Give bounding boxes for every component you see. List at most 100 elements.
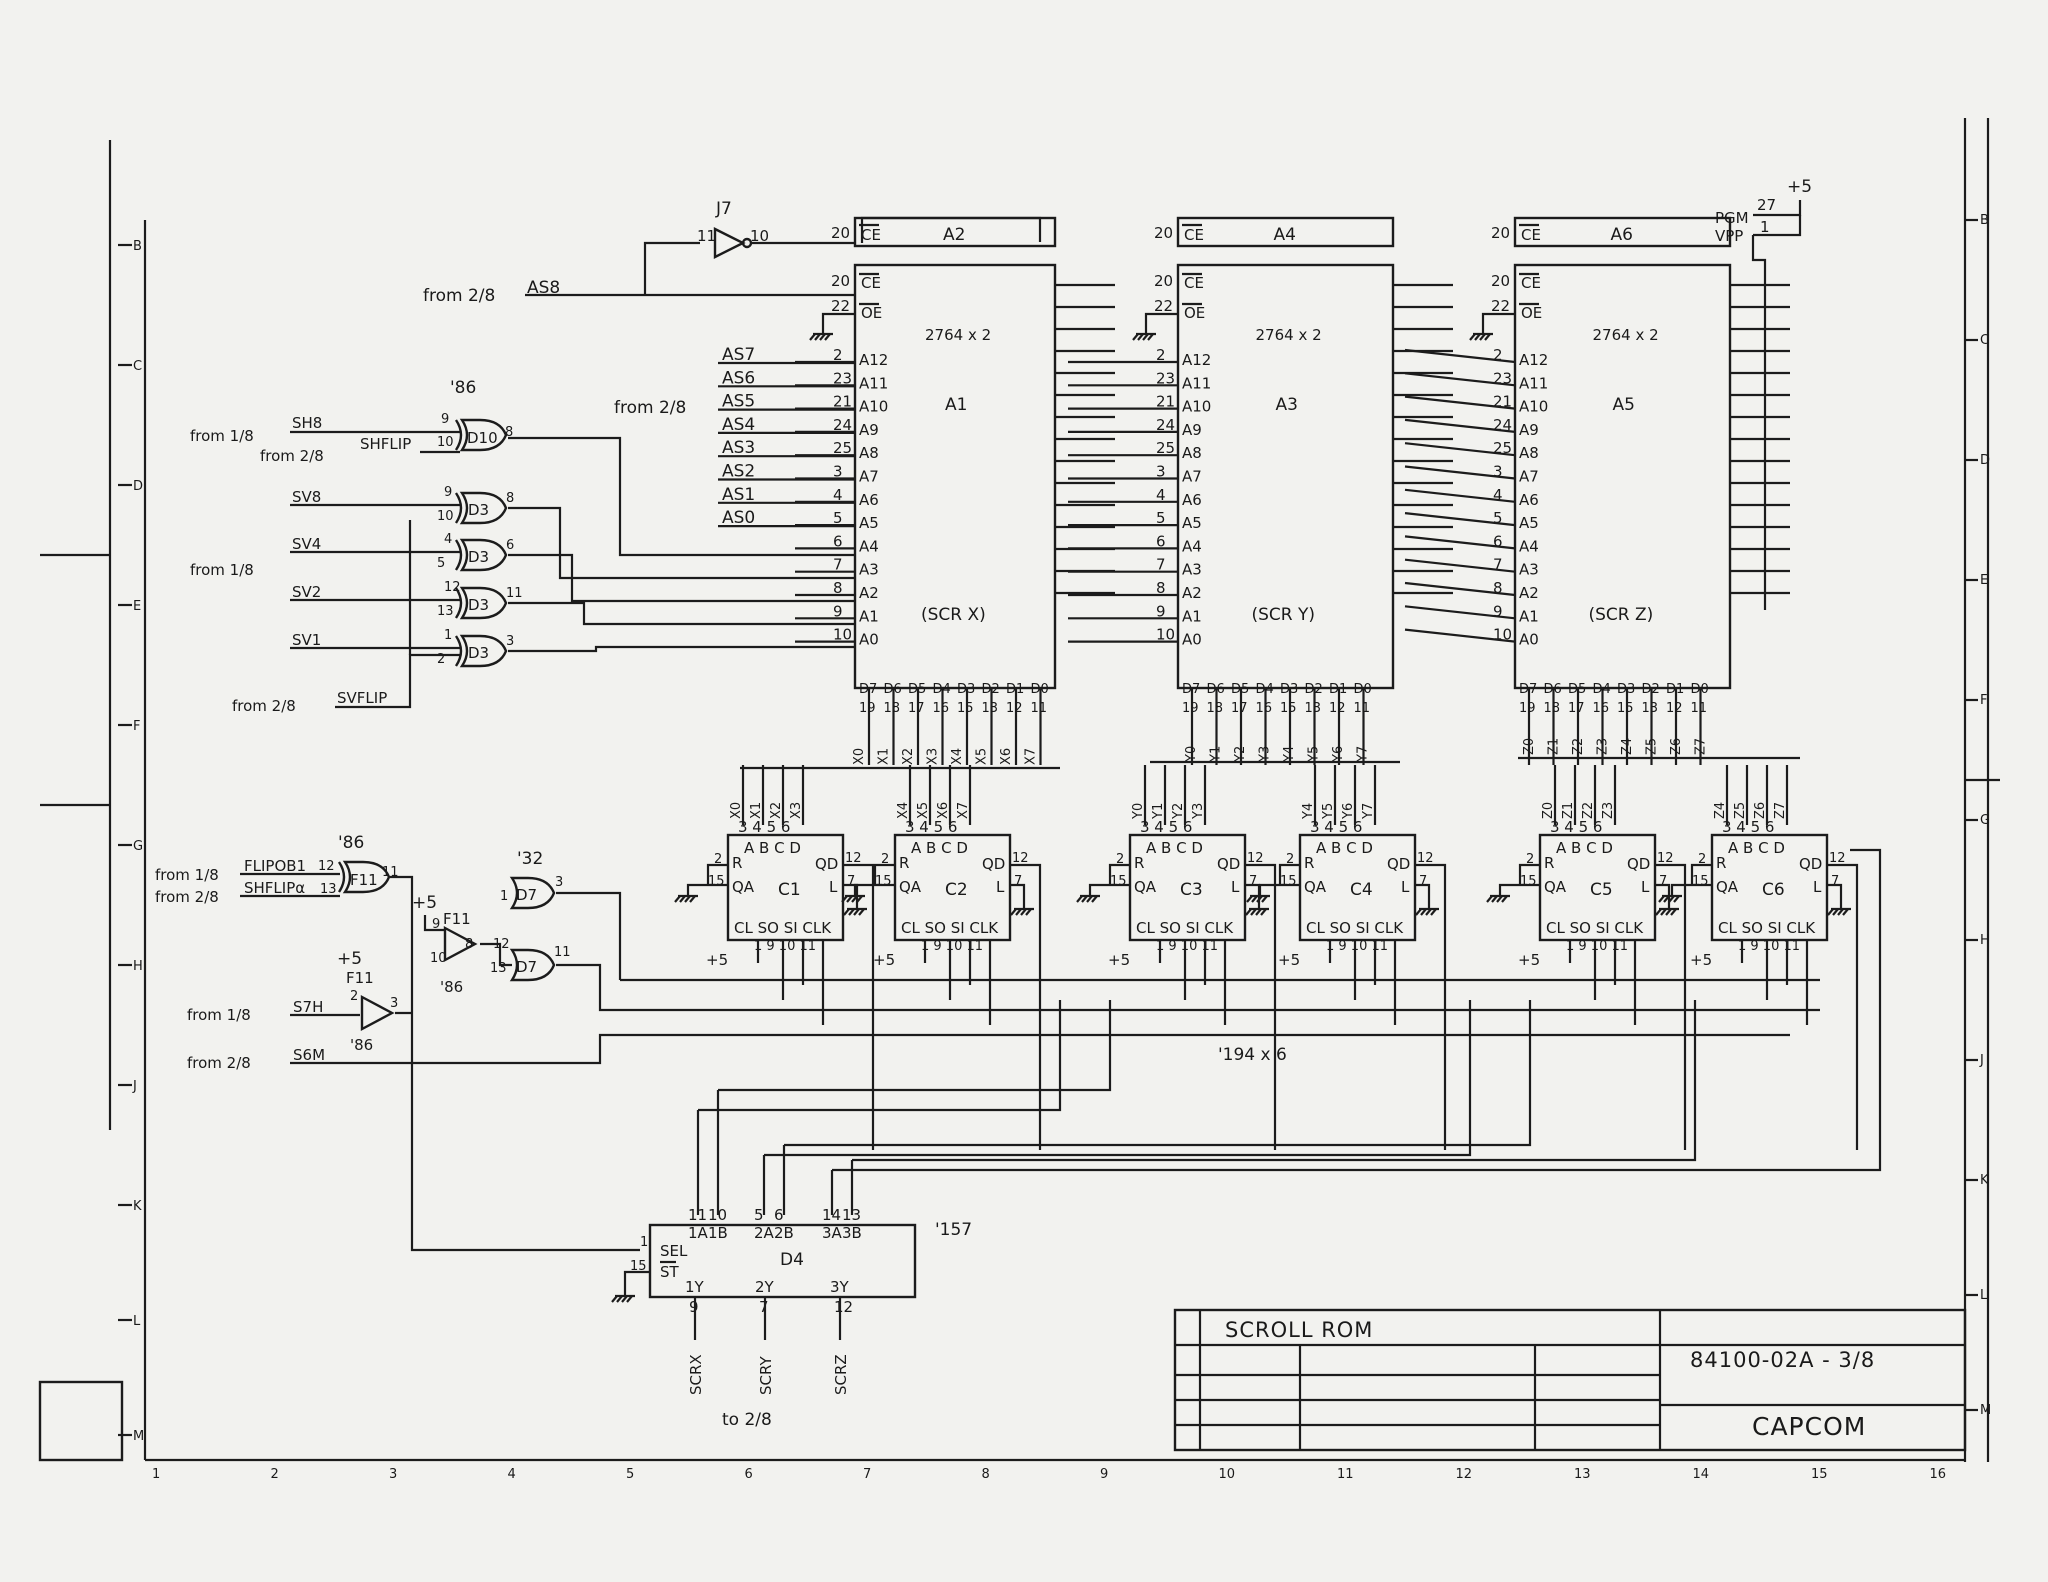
- address-pin-number: 21: [1156, 393, 1175, 411]
- sr-bus-label: Y2: [1171, 803, 1186, 820]
- data-pin-number: 15: [957, 701, 974, 716]
- z-bus-label: Z1: [1547, 738, 1562, 755]
- f11-label: F11: [350, 871, 378, 889]
- mux-output-pin: 3Y: [830, 1278, 850, 1296]
- data-pin-number: 19: [859, 701, 876, 716]
- column-number: 9: [1100, 1467, 1108, 1482]
- sr-l-pin-number: 7: [1249, 874, 1257, 889]
- ground-hatch: [679, 895, 686, 903]
- row-letter: E: [1980, 573, 1988, 588]
- ground-symbol: [611, 1290, 635, 1303]
- address-pin: A4: [859, 537, 879, 555]
- column-number: 5: [626, 1467, 634, 1482]
- title-block-title: SCROLL ROM: [1225, 1318, 1373, 1342]
- as-signal-label: AS3: [722, 438, 755, 458]
- rom-part-label: 2764 x 2: [1256, 326, 1322, 344]
- ce-label-upper: CE: [1521, 226, 1541, 244]
- rom-part-label: 2764 x 2: [925, 326, 991, 344]
- scroll-output-label: SCRY: [757, 1356, 775, 1395]
- sr-r-line: [706, 863, 728, 885]
- f11b-pin-a: 9: [432, 917, 440, 932]
- as-signal-label: AS4: [722, 415, 755, 435]
- address-pin-number: 23: [1156, 369, 1175, 387]
- data-pin-number: 18: [1207, 701, 1224, 716]
- rom-function-label: (SCR Z): [1589, 605, 1654, 625]
- sr-bottom-pins: CL SO SI CLK: [1136, 919, 1234, 937]
- row-letter: K: [133, 1199, 142, 1214]
- sr-r-pin: R: [732, 854, 742, 872]
- ground-hatch: [853, 908, 860, 916]
- sr-top-pin-numbers: 3 4 5 6: [738, 818, 790, 836]
- sr-qa-pin: QA: [1544, 878, 1567, 896]
- sv-label-SV2: SV2: [292, 583, 321, 601]
- sr-bottom-pin-numbers: 1 9 10 11: [1566, 939, 1628, 954]
- address-pin-number: 25: [833, 439, 852, 457]
- row-letter: B: [133, 239, 142, 254]
- data-pin-number: 18: [1544, 701, 1561, 716]
- shift-register-name: C4: [1350, 880, 1373, 900]
- address-line: [1404, 442, 1516, 457]
- x-bus-label: X7: [1024, 748, 1039, 765]
- row-letter: G: [1980, 813, 1990, 828]
- z-bus-label: Z6: [1669, 738, 1684, 755]
- sr-l-pin-number: 7: [1831, 874, 1839, 889]
- ground-hatch: [809, 333, 816, 341]
- address-pin-number: 3: [1493, 463, 1503, 481]
- sr-top-pins: A B C D: [1146, 839, 1203, 857]
- data-pin-number: 16: [1256, 701, 1273, 716]
- data-pin-number: 12: [1666, 701, 1683, 716]
- ground-hatch: [1668, 895, 1675, 903]
- rom-part-label: 2764 x 2: [1593, 326, 1659, 344]
- oe-pin: 22: [831, 297, 850, 315]
- rom-lower-A1: [853, 263, 1057, 690]
- j7-inverter: [713, 227, 746, 259]
- sr-r-pin-number: 2: [1116, 852, 1124, 867]
- d3-pin-b: 10: [437, 509, 454, 524]
- ground-hatch: [1086, 895, 1093, 903]
- s6m-line: [290, 1033, 1790, 1065]
- z-scroll-wire-b: [852, 1000, 1697, 1162]
- sr-bottom-pin-numbers: 1 9 10 11: [1156, 939, 1218, 954]
- column-number: 16: [1930, 1467, 1947, 1482]
- mux-sel-pin-number: 1: [640, 1235, 648, 1250]
- sr-bottom-pin-numbers: 1 9 10 11: [1738, 939, 1800, 954]
- sr-plus5: +5: [873, 951, 895, 969]
- sr-qd-pin: QD: [815, 855, 838, 873]
- f11c-out-pin: 3: [390, 996, 398, 1011]
- row-letter: C: [1980, 333, 1989, 348]
- sr-l-pin-number: 7: [847, 874, 855, 889]
- mux-input-pin: 3A: [822, 1224, 843, 1242]
- sr-r-pin: R: [1134, 854, 1144, 872]
- ground-hatch: [1245, 908, 1252, 916]
- mux-d4: [648, 1223, 917, 1299]
- ground-symbol: [1132, 328, 1156, 341]
- f11b-plus5: +5: [412, 893, 437, 913]
- address-pin: A0: [1182, 631, 1202, 649]
- sr-l-pin: L: [829, 878, 838, 896]
- row-letter: J: [132, 1079, 137, 1094]
- sr-qd-pin-number: 12: [1247, 851, 1264, 866]
- address-pin-number: 8: [1156, 579, 1166, 597]
- xor-gate-d3-input-arc: [454, 635, 463, 667]
- ground-hatch: [1250, 908, 1257, 916]
- address-pin: A9: [1519, 421, 1539, 439]
- d7a-out-pin: 3: [555, 875, 563, 890]
- address-pin-number: 5: [1493, 509, 1503, 527]
- row-letter: D: [1980, 453, 1990, 468]
- pin1-label: 1: [1760, 218, 1770, 236]
- address-pin: A5: [1519, 514, 1539, 532]
- sr-bus-label: Y7: [1361, 803, 1376, 820]
- address-pin: A9: [1182, 421, 1202, 439]
- ground-hatch: [1491, 895, 1498, 903]
- rom-lower-name: A1: [945, 395, 967, 415]
- row-letter: M: [133, 1429, 144, 1444]
- rom-upper-A6: [1513, 216, 1732, 248]
- sr-qa-pin: QA: [732, 878, 755, 896]
- ground-hatch: [1025, 908, 1032, 916]
- ground-hatch: [1479, 333, 1486, 341]
- ce-label: CE: [1184, 274, 1204, 292]
- f11b-label: F11: [443, 910, 471, 928]
- as-signal-label: AS0: [722, 508, 755, 528]
- address-pin-number: 21: [833, 393, 852, 411]
- address-pin: A7: [1182, 468, 1202, 486]
